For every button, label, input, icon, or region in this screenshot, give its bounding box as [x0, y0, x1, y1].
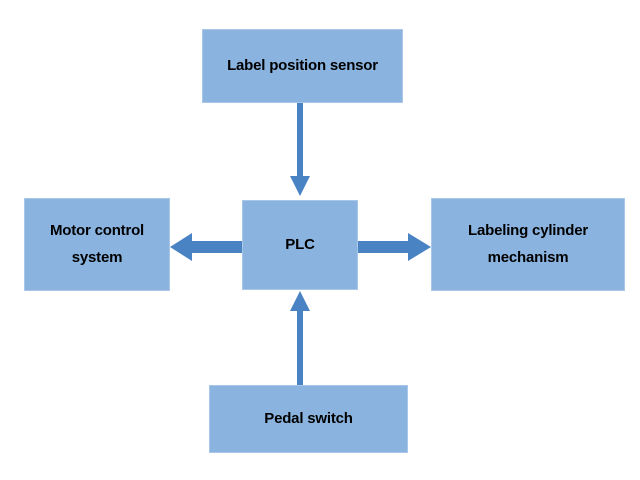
arrow-sensor-to-plc: [286, 100, 314, 202]
arrow-up-glyph: [290, 291, 310, 387]
arrow-pedal-to-plc: [286, 288, 314, 387]
block-pedal-switch[interactable]: Pedal switch: [209, 385, 408, 453]
arrow-down-glyph: [290, 100, 310, 196]
block-plc[interactable]: PLC: [242, 200, 358, 290]
arrow-right-glyph: [356, 233, 431, 261]
arrow-plc-to-motor: [168, 230, 244, 264]
block-label: PLC: [285, 235, 315, 253]
block-motor-control-system[interactable]: Motor control system: [24, 198, 170, 291]
block-label: Pedal switch: [264, 409, 353, 427]
block-label: Label position sensor: [227, 56, 378, 74]
block-label: Labeling cylinder mechanism: [468, 222, 588, 266]
arrow-left-glyph: [170, 233, 244, 261]
block-labeling-cylinder-mechanism[interactable]: Labeling cylinder mechanism: [431, 198, 625, 291]
arrow-plc-to-cylinder: [356, 230, 433, 264]
block-label: Motor control system: [49, 222, 145, 266]
block-label-position-sensor[interactable]: Label position sensor: [202, 29, 403, 103]
